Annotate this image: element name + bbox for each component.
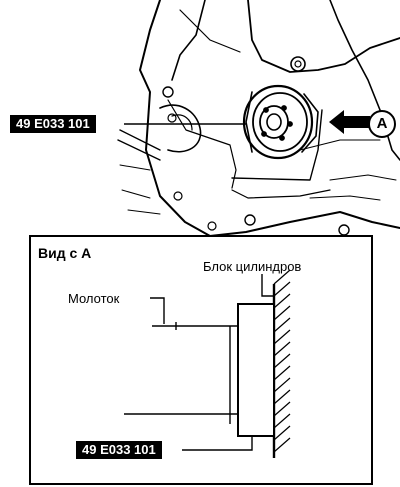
tool-plate-side-view	[237, 303, 275, 437]
hammer-leader-line	[150, 297, 165, 324]
hammer-label: Молоток	[68, 291, 120, 306]
view-marker-circle: A	[368, 110, 396, 138]
block-leader-line	[261, 274, 274, 297]
cylinder-block-wall	[272, 269, 291, 458]
view-arrow	[329, 110, 370, 134]
view-box-frame	[29, 235, 373, 485]
view-title: Вид с А	[38, 245, 92, 261]
cylinder-block-label: Блок цилиндров	[203, 259, 302, 274]
engine-block-outline	[117, 0, 400, 237]
bottom-part-number-label: 49 E033 101	[76, 441, 162, 459]
top-part-number-label: 49 E033 101	[10, 115, 96, 133]
bottom-leader-line	[182, 436, 253, 451]
hammer-rod	[124, 322, 238, 424]
special-tool-on-engine	[242, 84, 319, 160]
